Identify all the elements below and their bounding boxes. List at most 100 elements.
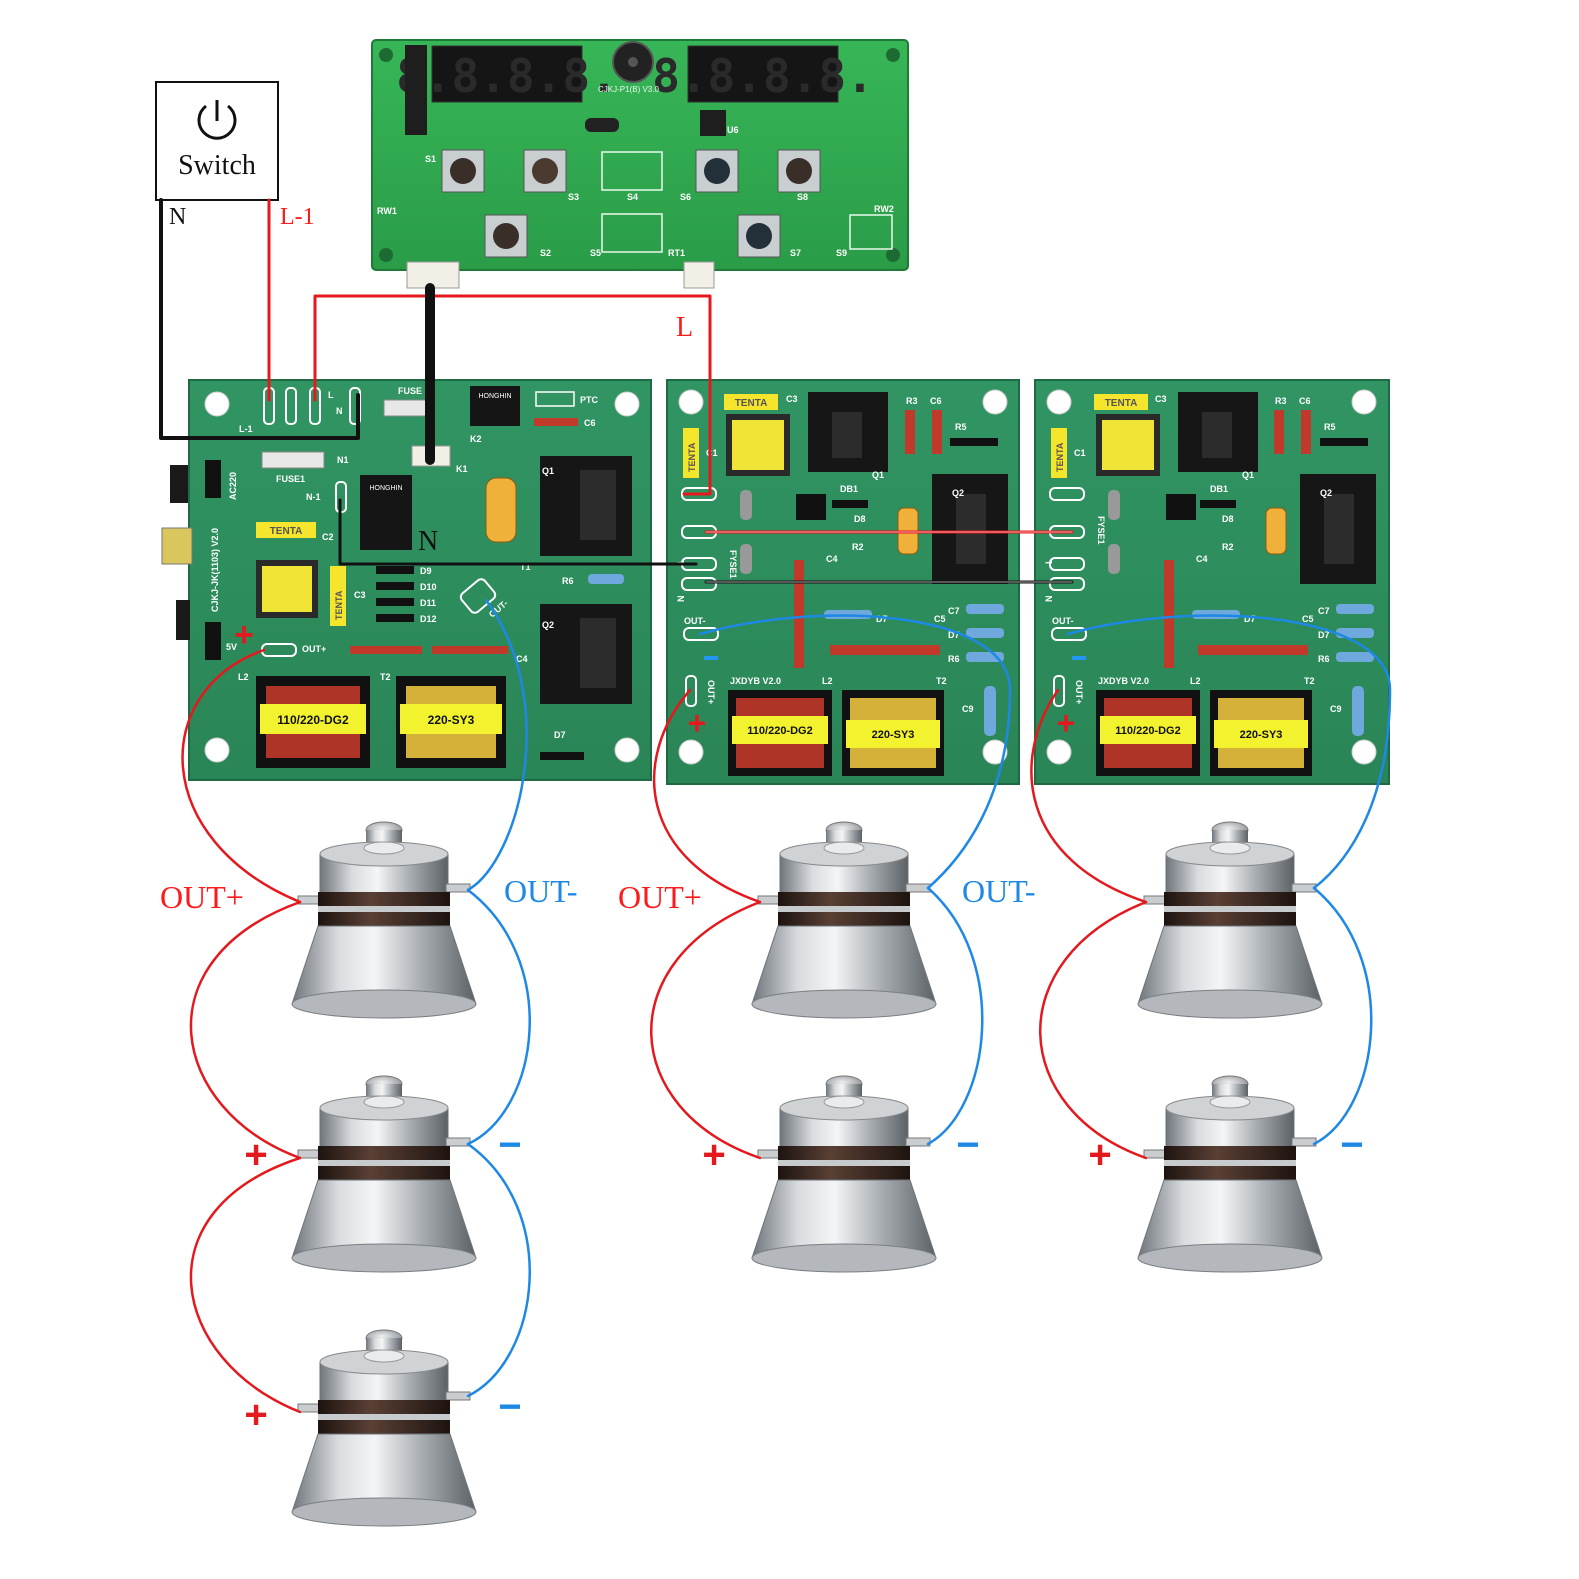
main-tenta-label: TENTA xyxy=(270,526,303,537)
display-ic-u6 xyxy=(700,110,726,136)
main-label-5v: 5V xyxy=(226,642,237,652)
main-label-c4: C4 xyxy=(516,654,528,664)
s1-label-c6: C6 xyxy=(930,396,942,406)
label-g1-minus-3: − xyxy=(498,1385,521,1429)
s1-tenta-label-vertical: TENTA xyxy=(687,442,697,472)
s2-label-r6: R6 xyxy=(1318,654,1330,664)
s2-label-r2: R2 xyxy=(1222,542,1234,552)
wire-g2-blue-1-2 xyxy=(926,886,984,1146)
s1-label-fyse1: FYSE1 xyxy=(728,550,738,579)
label-wire-l: L xyxy=(676,312,693,343)
main-transformer-label: 220-SY3 xyxy=(428,713,475,727)
s1-label-r3: R3 xyxy=(906,396,918,406)
main-label-n: N xyxy=(336,406,343,416)
s1-heatsink-q1 xyxy=(808,392,888,472)
main-relay-brand-k1: HONGHIN xyxy=(369,485,402,492)
main-ptc xyxy=(535,391,575,407)
label-rt1: RT1 xyxy=(668,248,685,258)
label-wire-l1: L-1 xyxy=(280,204,315,230)
label-s6: S6 xyxy=(680,192,691,202)
label-g3-plus-2: + xyxy=(1088,1133,1111,1177)
label-g1-plus-3: + xyxy=(244,1393,267,1437)
display-silk-version: CJKJ-P1(B) V3.0 xyxy=(598,85,659,94)
display-digits-right: 8.8.8.8. xyxy=(652,49,874,103)
label-rw2: RW2 xyxy=(874,204,894,214)
main-silk-version: CJKJ-JK(1103) V2.0 xyxy=(210,528,220,612)
switch-label: Switch xyxy=(178,150,256,181)
label-s2: S2 xyxy=(540,248,551,258)
main-tenta-label-vertical: TENTA xyxy=(334,590,344,620)
s2-label-out-plus: OUT+ xyxy=(1074,680,1084,704)
s1-label-c4: C5 xyxy=(934,614,946,624)
seven-segment-display-left: 8.8.8.8. xyxy=(396,45,618,103)
wire-g2-blue-out xyxy=(698,614,1012,890)
main-label-d10: D10 xyxy=(420,582,437,592)
s1-label-r7: D7 xyxy=(876,614,888,624)
wire-g2-red-out xyxy=(652,688,762,904)
main-label-d12: D12 xyxy=(420,614,437,624)
label-u6: U6 xyxy=(727,125,739,135)
label-s8: S8 xyxy=(797,192,808,202)
ultrasonic-transducer xyxy=(291,1075,477,1273)
main-label-n1: N1 xyxy=(337,455,349,465)
label-rw1: RW1 xyxy=(377,206,397,216)
s2-label-fyse1: FYSE1 xyxy=(1096,516,1106,545)
s1-label-r2: R2 xyxy=(852,542,864,552)
s1-label-t2: T2 xyxy=(936,676,947,686)
ultrasonic-transducer xyxy=(751,821,937,1019)
label-g2-plus-2: + xyxy=(702,1133,725,1177)
wire-g1-red-out xyxy=(181,648,302,904)
s1-transformer-t2: 220-SY3 xyxy=(842,690,944,776)
main-board: L-1 L N N1 N-1 FUSE FUSE1 PTC C6 HONGHIN… xyxy=(161,379,652,781)
s1-inductor-label: 110/220-DG2 xyxy=(747,725,812,737)
main-label-t1: T1 xyxy=(520,562,531,572)
s1-label-r5: R5 xyxy=(955,422,967,432)
main-label-c3: C3 xyxy=(354,590,366,600)
main-inductor-l2: 110/220-DG2 xyxy=(256,676,370,768)
main-fuse xyxy=(383,399,433,417)
s2-label-db1: DB1 xyxy=(1210,484,1228,494)
s1-label-c1: C1 xyxy=(706,448,718,458)
s1-label-l: L xyxy=(676,558,686,564)
main-label-ptc: PTC xyxy=(580,395,599,405)
main-label-fuse1: FUSE1 xyxy=(276,474,305,484)
main-label-ac220: AC220 xyxy=(228,472,238,500)
s1-label-r6: R6 xyxy=(948,654,960,664)
main-label-c6: C6 xyxy=(584,418,596,428)
main-label-d7: D7 xyxy=(554,730,566,740)
ultrasonic-transducer xyxy=(1137,821,1323,1019)
s2-tenta-label: TENTA xyxy=(1105,398,1138,409)
label-s5: S5 xyxy=(590,248,601,258)
ultrasonic-transducer xyxy=(751,1075,937,1273)
main-inductor-label: 110/220-DG2 xyxy=(277,713,349,727)
s1-label-n: N xyxy=(676,596,686,603)
display-capacitor xyxy=(585,118,619,132)
main-heatsink-q2 xyxy=(540,604,632,704)
wire-g2-red-1-2 xyxy=(650,900,762,1160)
switch-box: Switch xyxy=(155,81,279,201)
s1-label-out-minus: OUT- xyxy=(684,616,706,626)
label-g2-out-minus: OUT- xyxy=(962,873,1035,909)
s1-label-l2: L2 xyxy=(822,676,833,686)
label-s1: S1 xyxy=(425,154,436,164)
s2-label-c9: C9 xyxy=(1330,704,1342,714)
label-wire-n-switch: N xyxy=(169,204,186,230)
s1-plus-sign: + xyxy=(688,705,707,741)
s1-label-q2: Q2 xyxy=(952,488,964,498)
display-ic-left xyxy=(405,45,427,135)
s2-label-c1: C1 xyxy=(1074,448,1086,458)
main-label-k2: K2 xyxy=(470,434,482,444)
wire-g3-blue-out xyxy=(1066,614,1392,890)
main-label-d9: D9 xyxy=(420,566,432,576)
wire-n-main-to-slave xyxy=(338,498,698,566)
wire-l-main-to-slave xyxy=(313,294,712,496)
main-fuse1 xyxy=(261,451,325,469)
main-transformer-t2: 220-SY3 xyxy=(396,676,506,768)
display-connector-left xyxy=(406,261,460,289)
s1-label-out-plus: OUT+ xyxy=(706,680,716,704)
label-s9: S9 xyxy=(836,248,847,258)
s1-transformer-label: 220-SY3 xyxy=(872,729,915,741)
main-relay-k1: HONGHIN xyxy=(360,475,412,550)
